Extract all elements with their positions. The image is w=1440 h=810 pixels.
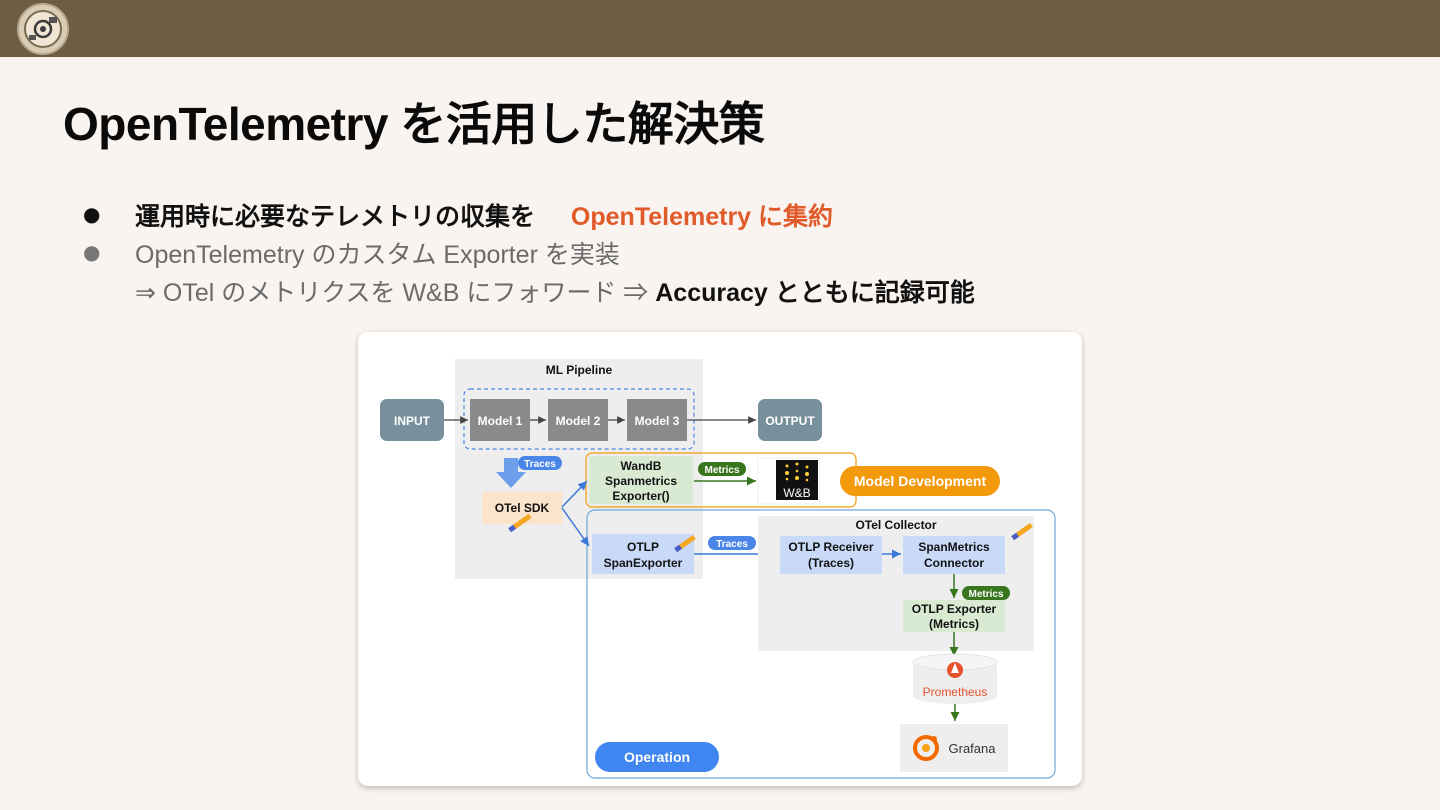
bullet-1-highlight: OpenTelemetry に集約 <box>570 203 834 231</box>
prometheus-node: Prometheus <box>912 653 998 704</box>
architecture-diagram: ML Pipeline INPUT Model 1 Model 2 Model … <box>380 359 1056 779</box>
ml-pipeline-label: ML Pipeline <box>546 363 613 377</box>
traces-badge-2 <box>708 536 756 550</box>
output-node <box>758 399 822 441</box>
otlp-metrics-exporter-node <box>903 600 1005 632</box>
collector-telescope-icon <box>1011 522 1033 541</box>
model-2-node <box>548 399 608 441</box>
spanmetrics-connector-line2: Connector <box>924 556 984 570</box>
wandb-exporter-line3: Exporter() <box>612 489 669 503</box>
traces-badge-2-label: Traces <box>716 539 748 550</box>
bullet-3-strong: Accuracy とともに記録可能 <box>655 279 975 307</box>
input-label: INPUT <box>394 414 431 428</box>
bullet-dot: ● <box>83 240 101 264</box>
bullet-2-continuation: ⇒ OTel のメトリクスを W&B にフォワード ⇒ Accuracy ととも… <box>135 273 975 309</box>
traces-badge-1 <box>518 456 562 470</box>
grafana-node <box>900 724 1008 772</box>
operation-label: Operation <box>624 749 690 765</box>
otlp-metrics-exporter-line1: OTLP Exporter <box>912 602 997 616</box>
metrics-badge-2-label: Metrics <box>968 589 1003 600</box>
otel-telescope-icon <box>508 513 532 533</box>
metrics-badge-1-label: Metrics <box>704 465 739 476</box>
metrics-badge-2 <box>962 586 1010 600</box>
architecture-diagram-card: ML Pipeline INPUT Model 1 Model 2 Model … <box>358 332 1082 786</box>
otlp-telescope-icon <box>674 534 696 553</box>
traces-down-arrow-icon <box>496 458 526 488</box>
otlp-metrics-exporter-line2: (Metrics) <box>929 617 979 631</box>
page-title: OpenTelemetry を活用した解決策 <box>63 98 765 150</box>
logo-icon <box>17 3 69 55</box>
input-node <box>380 399 444 441</box>
otlp-receiver-line2: (Traces) <box>808 556 854 570</box>
spanmetrics-connector-line1: SpanMetrics <box>918 540 990 554</box>
bullet-1-text: 運用時に必要なテレメトリの収集を <box>135 203 536 231</box>
model-2-label: Model 2 <box>556 414 601 428</box>
otlp-span-exporter-node <box>592 534 694 574</box>
model-1-label: Model 1 <box>478 414 523 428</box>
otlp-span-exporter-line1: OTLP <box>627 540 659 554</box>
bullet-1: 運用時に必要なテレメトリの収集を OpenTelemetry に集約 <box>135 197 833 233</box>
otel-sdk-label: OTel SDK <box>495 501 550 515</box>
wandb-exporter-line1: WandB <box>621 459 662 473</box>
model-development-label: Model Development <box>854 473 987 489</box>
bullet-3-text: ⇒ OTel のメトリクスを W&B にフォワード ⇒ <box>135 279 656 307</box>
grafana-logo-icon <box>913 735 939 761</box>
operation-pill <box>595 742 719 772</box>
top-bar <box>0 0 1440 57</box>
model-3-node <box>627 399 687 441</box>
wandb-exporter-node <box>589 456 693 504</box>
grafana-label: Grafana <box>949 741 997 756</box>
operation-group <box>586 509 1056 779</box>
prometheus-label: Prometheus <box>923 685 988 699</box>
bullet-2: OpenTelemetry のカスタム Exporter を実装 <box>135 241 620 269</box>
model-development-pill <box>840 466 1000 496</box>
bullet-dot: ● <box>83 202 101 226</box>
spanmetrics-connector-node <box>903 536 1005 574</box>
otlp-receiver-node <box>780 536 882 574</box>
metrics-badge-1 <box>698 462 746 476</box>
wandb-exporter-line2: Spanmetrics <box>605 474 677 488</box>
otlp-receiver-line1: OTLP Receiver <box>788 540 873 554</box>
model-1-node <box>470 399 530 441</box>
model-3-label: Model 3 <box>635 414 680 428</box>
wandb-logo-text: W&B <box>783 486 810 500</box>
traces-badge-1-label: Traces <box>524 459 556 470</box>
otel-collector-label: OTel Collector <box>855 518 936 532</box>
otlp-span-exporter-line2: SpanExporter <box>604 556 683 570</box>
output-label: OUTPUT <box>765 414 815 428</box>
